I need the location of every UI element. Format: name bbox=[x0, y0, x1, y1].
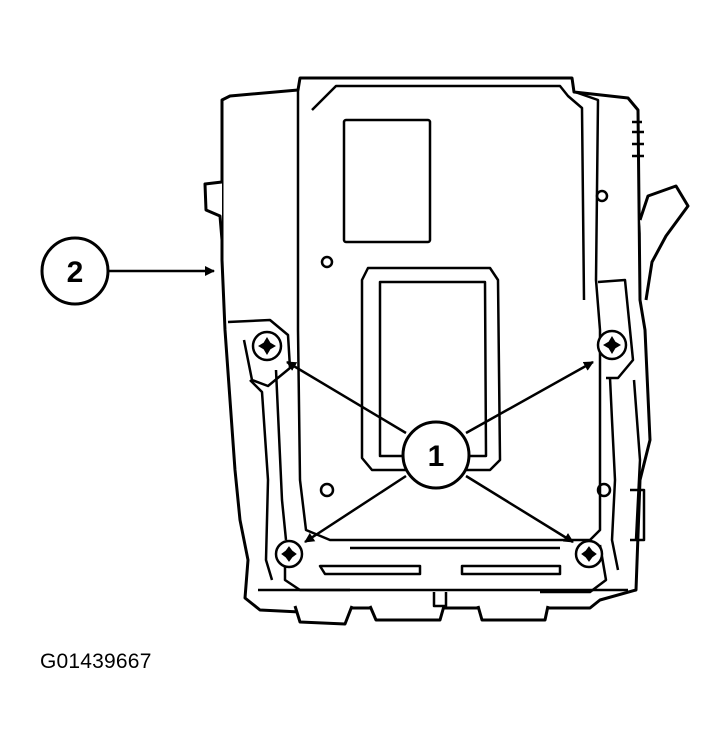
figure-id: G01439667 bbox=[40, 650, 152, 673]
callout-2: 2 bbox=[40, 236, 110, 306]
screw-top-left bbox=[251, 330, 283, 362]
screw-top-right bbox=[596, 329, 628, 361]
callout-2-label: 2 bbox=[67, 256, 84, 289]
screw-bottom-right bbox=[574, 539, 604, 569]
callout-1-arrows bbox=[286, 360, 594, 544]
callout-1: 1 bbox=[401, 420, 471, 490]
screw-bottom-left bbox=[274, 539, 304, 569]
callout-1-label: 1 bbox=[428, 440, 445, 473]
module-housing bbox=[203, 76, 690, 626]
